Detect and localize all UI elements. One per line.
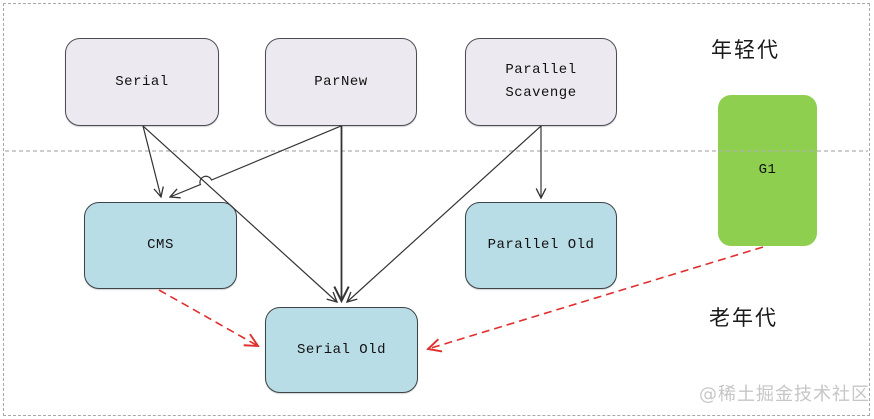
node-parnew: ParNew	[265, 38, 417, 126]
node-parnew-label: ParNew	[314, 73, 368, 90]
young-generation-label: 年轻代	[711, 38, 780, 62]
watermark: @稀土掘金技术社区	[699, 384, 870, 405]
node-parallel-scavenge-label-line2: Scavenge	[505, 85, 577, 101]
node-serial-old-label: Serial Old	[296, 341, 386, 358]
edge-parnew-to-cms	[170, 125, 342, 197]
node-serial: Serial	[65, 38, 219, 126]
node-parallel-scavenge: Parallel Scavenge	[465, 38, 617, 126]
node-parallel-old: Parallel Old	[465, 202, 617, 289]
node-cms: CMS	[84, 202, 237, 289]
node-parallel-scavenge-label-line1: Parallel	[505, 62, 577, 78]
edge-serial-to-cms	[142, 125, 161, 197]
node-serial-old: Serial Old	[265, 307, 418, 393]
edge-cms-to-serial-old-dashed	[158, 289, 258, 346]
node-serial-label: Serial	[115, 73, 169, 90]
node-g1-label: G1	[758, 162, 777, 178]
node-cms-label: CMS	[147, 237, 174, 253]
node-g1: G1	[718, 95, 817, 246]
node-parallel-old-label: Parallel Old	[487, 237, 595, 253]
old-generation-label: 老年代	[709, 306, 778, 330]
